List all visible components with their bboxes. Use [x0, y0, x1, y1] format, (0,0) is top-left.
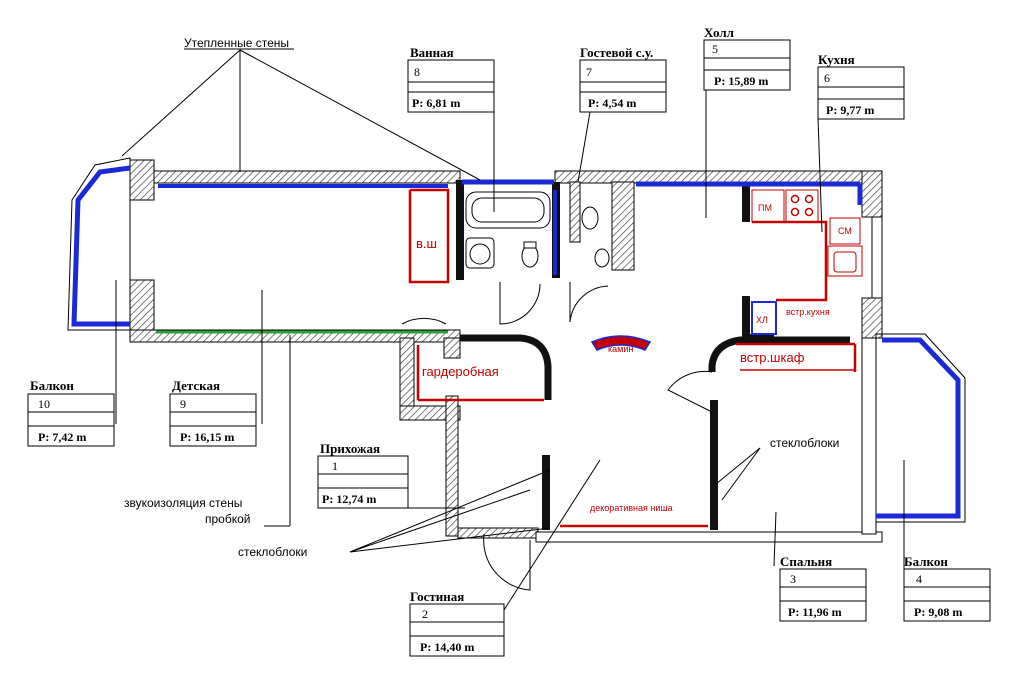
svg-text:Спальня: Спальня: [780, 554, 832, 569]
svg-text:P: 15,89 m: P: 15,89 m: [714, 74, 768, 88]
door-swings: [401, 282, 713, 591]
svg-text:Кухня: Кухня: [818, 52, 855, 67]
svg-text:3: 3: [790, 572, 796, 586]
label-built-in-closet: встр.шкаф: [740, 350, 805, 365]
svg-text:P: 16,15 m: P: 16,15 m: [180, 430, 234, 444]
note-insulated-walls: Утепленные стены: [184, 36, 289, 50]
room-box-r6: Кухня 6 P: 9,77 m: [817, 52, 905, 120]
sanitary-fixtures: [465, 191, 610, 269]
balcony-left: [67, 157, 131, 331]
room-box-r8: Ванная 8 P: 6,81 m: [407, 45, 495, 113]
balcony-right: [875, 333, 966, 523]
svg-text:8: 8: [414, 65, 420, 79]
note-glass-blocks-left: стеклоблоки: [238, 545, 307, 559]
svg-text:P: 12,74 m: P: 12,74 m: [322, 492, 376, 506]
room-box-r2: Гостиная 2 P: 14,40 m: [409, 589, 505, 657]
svg-text:Балкон: Балкон: [30, 378, 74, 393]
svg-text:1: 1: [332, 459, 338, 473]
svg-text:Балкон: Балкон: [904, 554, 948, 569]
svg-text:Прихожая: Прихожая: [320, 441, 380, 456]
label-dressing-room: гардеробная: [422, 364, 499, 379]
room-box-r7: Гостевой с.у. 7 P: 4,54 m: [579, 45, 667, 113]
svg-text:Детская: Детская: [172, 378, 220, 393]
label-wardrobe-small: в.ш: [416, 236, 437, 251]
room-box-r3: Спальня 3 P: 11,96 m: [779, 554, 867, 622]
svg-text:P: 4,54 m: P: 4,54 m: [588, 96, 636, 110]
svg-text:P: 6,81 m: P: 6,81 m: [412, 96, 460, 110]
room-box-r1: Прихожая 1 P: 12,74 m: [317, 441, 409, 509]
label-built-in-kitchen: встр.кухня: [786, 307, 830, 317]
svg-text:P: 14,40 m: P: 14,40 m: [420, 640, 474, 654]
svg-text:10: 10: [38, 397, 50, 411]
svg-text:Гостевой с.у.: Гостевой с.у.: [580, 45, 653, 60]
label-fireplace: камин: [608, 344, 633, 354]
note-soundproof-1: звукоизоляция стены: [124, 496, 242, 510]
room-box-r5: Холл 5 P: 15,89 m: [703, 25, 791, 91]
room-box-r9: Детская 9 P: 16,15 m: [169, 378, 257, 447]
label-fridge: ХЛ: [756, 315, 768, 325]
label-dishwasher: ПМ: [758, 203, 772, 213]
svg-text:7: 7: [586, 65, 592, 79]
svg-text:P: 9,77 m: P: 9,77 m: [826, 103, 874, 117]
note-glass-blocks-right: стеклоблоки: [770, 436, 839, 450]
svg-text:4: 4: [916, 572, 922, 586]
room-box-r10: Балкон 10 P: 7,42 m: [27, 378, 115, 447]
svg-text:P: 7,42 m: P: 7,42 m: [38, 430, 86, 444]
note-soundproof-2: пробкой: [205, 512, 250, 526]
svg-text:9: 9: [180, 397, 186, 411]
svg-text:Ванная: Ванная: [410, 45, 454, 60]
svg-text:5: 5: [712, 42, 718, 56]
svg-text:P: 9,08 m: P: 9,08 m: [914, 605, 962, 619]
svg-text:Холл: Холл: [704, 25, 734, 40]
insulation-lines: [158, 179, 863, 275]
leader-lines: [115, 49, 905, 611]
svg-text:2: 2: [422, 607, 428, 621]
room-box-r4: Балкон 4 P: 9,08 m: [903, 554, 991, 622]
furniture: [408, 188, 863, 528]
label-washing-machine: СМ: [838, 226, 852, 236]
label-decor-niche: декоративная ниша: [590, 503, 673, 513]
svg-text:Гостиная: Гостиная: [410, 589, 464, 604]
svg-text:6: 6: [824, 71, 830, 85]
svg-text:P: 11,96 m: P: 11,96 m: [788, 605, 842, 619]
